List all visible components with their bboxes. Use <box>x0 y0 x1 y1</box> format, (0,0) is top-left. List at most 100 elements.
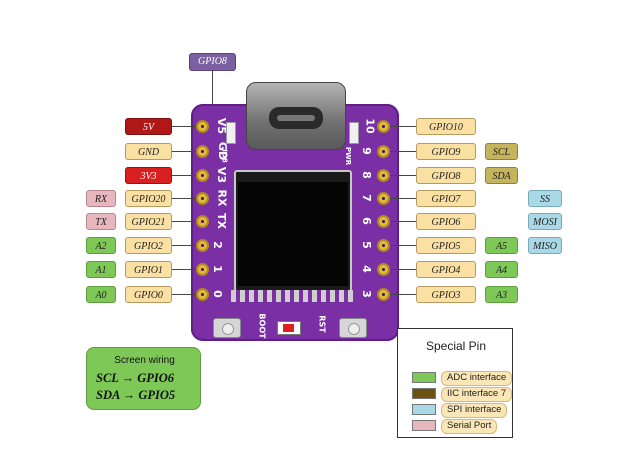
left-pad-gpio0 <box>196 288 209 301</box>
right-silk-gpio4: 4 <box>359 265 373 273</box>
right-silk-gpio3: 3 <box>359 290 373 298</box>
io8-led <box>226 122 236 144</box>
boot-button[interactable] <box>213 318 241 338</box>
legend-title: Special Pin <box>425 339 487 353</box>
legend-swatch <box>412 388 436 399</box>
display-pin-strip <box>231 290 355 302</box>
right-label-gpio8: GPIO8 <box>416 167 476 184</box>
left-pad-5v <box>196 120 209 133</box>
left-label-gpio1: GPIO1 <box>125 261 172 278</box>
right-lead-gpio3 <box>390 294 416 295</box>
legend-item-label: Serial Port <box>441 419 498 434</box>
left-lead-gpio21 <box>172 221 197 222</box>
right-extra-gpio3: A3 <box>485 286 518 303</box>
right-extra2-gpio6: MOSI <box>528 213 562 230</box>
left-label-gpio2: GPIO2 <box>125 237 172 254</box>
left-extra-gpio1: A1 <box>86 261 116 278</box>
right-pad-gpio7 <box>377 192 390 205</box>
left-pad-gpio21 <box>196 215 209 228</box>
left-pad-gpio1 <box>196 263 209 276</box>
reset-button[interactable] <box>339 318 367 338</box>
right-pad-gpio5 <box>377 239 390 252</box>
left-lead-gpio2 <box>172 245 197 246</box>
left-silk-5v: V5 <box>215 117 229 135</box>
right-silk-gpio10: 10 <box>363 118 377 134</box>
right-extra-gpio4: A4 <box>485 261 518 278</box>
left-silk-gpio21: TX <box>214 213 228 229</box>
left-pad-gpio2 <box>196 239 209 252</box>
left-extra-gpio21: TX <box>86 213 116 230</box>
right-pad-gpio3 <box>377 288 390 301</box>
right-label-gpio6: GPIO6 <box>416 213 476 230</box>
right-pad-gpio4 <box>377 263 390 276</box>
legend-item-label: ADC interface <box>441 371 513 386</box>
legend-item-label: IIC interface 7 <box>441 387 513 402</box>
left-silk-gnd: GD <box>216 141 230 161</box>
left-label-gpio0: GPIO0 <box>125 286 172 303</box>
left-silk-gpio0: 0 <box>210 290 224 298</box>
legend-swatch <box>412 404 436 415</box>
left-extra-gpio20: RX <box>86 190 116 207</box>
right-pad-gpio9 <box>377 145 390 158</box>
legend-swatch <box>412 372 436 383</box>
screen-wiring-box: Screen wiring SCL → GPIO6 SDA → GPIO5 <box>86 347 201 410</box>
power-switch[interactable] <box>277 321 301 335</box>
right-lead-gpio5 <box>390 245 416 246</box>
right-lead-gpio6 <box>390 221 416 222</box>
right-lead-gpio8 <box>390 175 416 176</box>
right-lead-gpio7 <box>390 198 416 199</box>
left-pad-3v3 <box>196 169 209 182</box>
right-pad-gpio10 <box>377 120 390 133</box>
right-label-gpio9: GPIO9 <box>416 143 476 160</box>
right-label-gpio10: GPIO10 <box>416 118 476 135</box>
boot-silk: BOOT <box>257 313 267 339</box>
right-label-gpio3: GPIO3 <box>416 286 476 303</box>
left-lead-gpio1 <box>172 269 197 270</box>
right-lead-gpio4 <box>390 269 416 270</box>
pwr-led <box>349 122 359 144</box>
legend-swatch <box>412 420 436 431</box>
right-silk-gpio5: 5 <box>359 241 373 249</box>
left-silk-3v3: V3 <box>215 166 229 184</box>
right-pad-gpio8 <box>377 169 390 182</box>
left-silk-gpio1: 1 <box>210 265 224 273</box>
right-extra-gpio9: SCL <box>485 143 518 160</box>
right-extra-gpio5: A5 <box>485 237 518 254</box>
right-extra-gpio8: SDA <box>485 167 518 184</box>
left-label-gpio20: GPIO20 <box>125 190 172 207</box>
right-silk-gpio6: 6 <box>359 217 373 225</box>
oled-display <box>234 170 352 292</box>
right-silk-gpio8: 8 <box>359 171 373 179</box>
left-silk-gpio20: RX <box>215 189 229 207</box>
legend-item-label: SPI interface <box>441 403 508 418</box>
right-label-gpio7: GPIO7 <box>416 190 476 207</box>
gpio8-top-tag: GPIO8 <box>189 53 236 71</box>
left-pad-gpio20 <box>196 192 209 205</box>
right-lead-gpio10 <box>390 126 416 127</box>
left-lead-gpio20 <box>172 198 197 199</box>
left-extra-gpio0: A0 <box>86 286 116 303</box>
rst-silk: RST <box>317 315 327 333</box>
right-extra2-gpio7: SS <box>528 190 562 207</box>
right-label-gpio5: GPIO5 <box>416 237 476 254</box>
left-label-gnd: GND <box>125 143 172 160</box>
screen-wiring-sda: SDA → GPIO5 <box>96 388 176 402</box>
left-extra-gpio2: A2 <box>86 237 116 254</box>
usb-c-connector <box>246 82 346 150</box>
pwr-silk: PWR <box>344 146 353 166</box>
left-lead-5v <box>172 126 197 127</box>
board: IO8 PWR BOOT RST <box>191 82 399 341</box>
right-silk-gpio7: 7 <box>359 194 373 202</box>
left-label-5v: 5V <box>125 118 172 135</box>
right-label-gpio4: GPIO4 <box>416 261 476 278</box>
left-pad-gnd <box>196 145 209 158</box>
right-extra2-gpio5: MISO <box>528 237 562 254</box>
gpio8-leader-line <box>212 71 213 116</box>
left-label-gpio21: GPIO21 <box>125 213 172 230</box>
screen-wiring-title: Screen wiring <box>114 355 175 366</box>
right-silk-gpio9: 9 <box>359 147 373 155</box>
left-lead-3v3 <box>172 175 197 176</box>
right-pad-gpio6 <box>377 215 390 228</box>
